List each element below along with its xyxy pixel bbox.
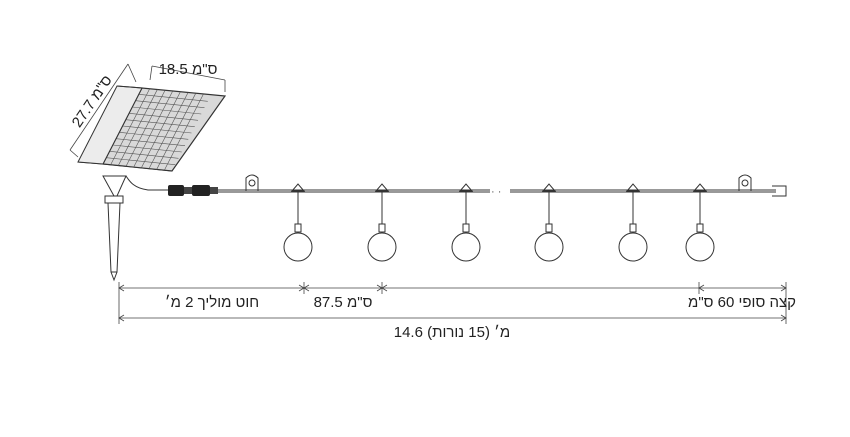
total-length-label: 14.6 מ׳ (15 נורות) [394,324,510,341]
bulb-spacing-label: 87.5 ס"מ [314,294,373,311]
svg-text:· ·: · · [491,186,501,198]
bulb [534,183,564,262]
panel-width-dimension [149,65,226,92]
ground-stake [102,175,168,282]
bulb [451,183,481,262]
bulb-group [283,183,715,262]
cable-connector [168,185,218,196]
panel-cell-grid [106,88,208,171]
main-cable: · · [218,185,787,198]
panel-height-dimension [69,63,137,158]
end-tail-label: קצה סופי 60 ס"מ [688,294,796,311]
bulb [283,183,313,262]
dimension-lines [118,282,787,324]
hanging-hook-start [245,174,259,191]
solar-panel [77,85,227,172]
bulb [685,183,715,262]
hanging-hook-end [738,174,752,191]
bulb [618,183,648,262]
panel-width-label: 18.5 ס"מ [159,61,218,78]
lead-cable-label: חוט מוליך 2 מ׳ [165,294,259,311]
bulb [367,183,397,262]
